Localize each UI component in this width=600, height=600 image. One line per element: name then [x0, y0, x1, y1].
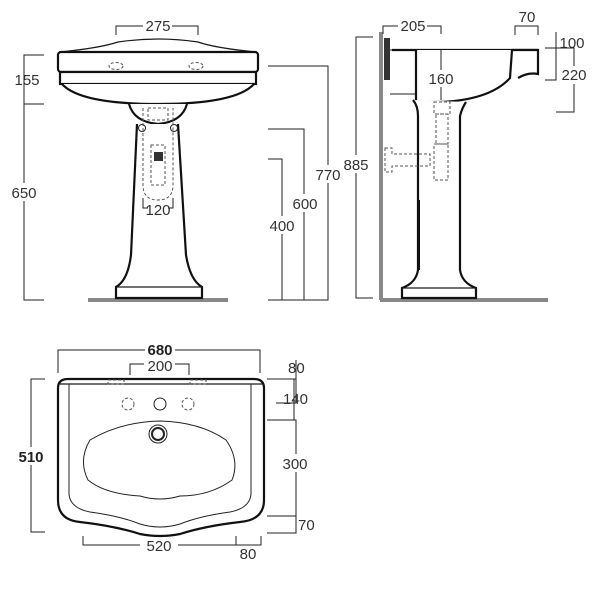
side-waste-pipe — [384, 147, 431, 173]
front-screw-right-icon — [170, 124, 178, 132]
dim-supply-height: 600 — [292, 196, 317, 213]
dim-pedestal-height: 650 — [11, 185, 36, 202]
dim-front-height: 220 — [561, 67, 586, 84]
side-view: 205 70 100 220 160 885 — [342, 9, 588, 302]
dim-side-offset: 80 — [240, 546, 257, 563]
dim-taps-to-bowl: 140 — [283, 391, 308, 408]
dim-tap-spacing: 200 — [147, 358, 172, 375]
dim-line-600 — [268, 128, 305, 301]
dim-line-70-front — [267, 516, 297, 534]
dim-mask — [560, 66, 588, 84]
dim-bowl-length: 300 — [282, 456, 307, 473]
dim-basin-tap-spacing: 275 — [145, 18, 170, 35]
dim-mask — [292, 194, 318, 212]
front-waste-outlet-icon — [154, 152, 163, 161]
dim-lip-height: 100 — [559, 35, 584, 52]
dim-overall-width: 680 — [147, 342, 172, 359]
dim-line-205 — [382, 25, 442, 34]
front-tap-hole-left — [108, 62, 124, 70]
front-pedestal — [114, 123, 204, 300]
plan-inner-rim — [68, 384, 252, 528]
plan-drain-inner-icon — [151, 427, 165, 441]
front-basin-crown — [59, 38, 257, 53]
dim-line-680 — [57, 349, 261, 373]
plan-bowl — [83, 420, 236, 500]
front-tap-hole-right — [188, 62, 204, 70]
dim-mask — [280, 454, 310, 472]
plan-overflow-slot-left — [107, 379, 125, 385]
plan-tap-hole-left-icon — [121, 397, 135, 411]
dim-mask — [315, 165, 341, 183]
dim-waste-outlet-height: 400 — [269, 218, 294, 235]
dim-line-155 — [23, 54, 44, 105]
front-trap-top — [147, 107, 169, 121]
front-trap-body — [150, 144, 166, 186]
dim-line-200 — [129, 363, 190, 375]
dim-wall-to-waste: 205 — [400, 18, 425, 35]
dim-bowl-depth: 160 — [428, 71, 453, 88]
dim-overall-height: 885 — [343, 157, 368, 174]
dim-front-width: 520 — [146, 538, 171, 555]
front-bowl — [61, 83, 255, 106]
front-basin-band — [58, 70, 258, 86]
dim-front-rim: 70 — [298, 517, 315, 534]
dim-rim-height: 770 — [315, 167, 340, 184]
plan-basin-outline — [56, 377, 266, 538]
dim-line-70 — [514, 25, 539, 35]
dim-waste-width: 120 — [145, 202, 170, 219]
front-pedestal-head — [127, 103, 189, 126]
plan-drain-outer-icon — [148, 424, 168, 444]
dim-mask — [427, 70, 455, 87]
dim-mask — [6, 183, 42, 201]
dim-line-650 — [23, 104, 44, 301]
front-basin-rim — [56, 50, 260, 74]
side-pedestal — [400, 99, 478, 300]
dim-line-80-side — [236, 536, 262, 546]
side-wall-bracket — [384, 38, 390, 80]
plan-tap-hole-center-icon — [153, 397, 167, 411]
dim-mask — [342, 155, 370, 173]
plan-view: 680 200 510 80 140 300 70 520 80 — [14, 342, 315, 563]
dim-mask — [14, 447, 48, 465]
dim-front-lip-depth: 70 — [519, 9, 536, 26]
dim-line-275 — [115, 25, 199, 35]
front-trap-outline — [142, 108, 174, 201]
dim-line-120 — [142, 198, 174, 209]
side-trap-bend — [433, 143, 449, 181]
dim-rear-to-taps: 80 — [288, 360, 305, 377]
front-view: 275 155 650 120 400 600 770 — [6, 18, 341, 302]
plan-overflow-slot-right — [189, 379, 207, 385]
dim-mask — [268, 216, 298, 234]
dim-line-100 — [545, 32, 557, 81]
front-screw-left-icon — [138, 124, 146, 132]
plan-tap-hole-right-icon — [181, 397, 195, 411]
side-front-lip — [512, 48, 540, 79]
dim-basin-height: 155 — [14, 72, 39, 89]
dim-overall-depth: 510 — [18, 449, 43, 466]
